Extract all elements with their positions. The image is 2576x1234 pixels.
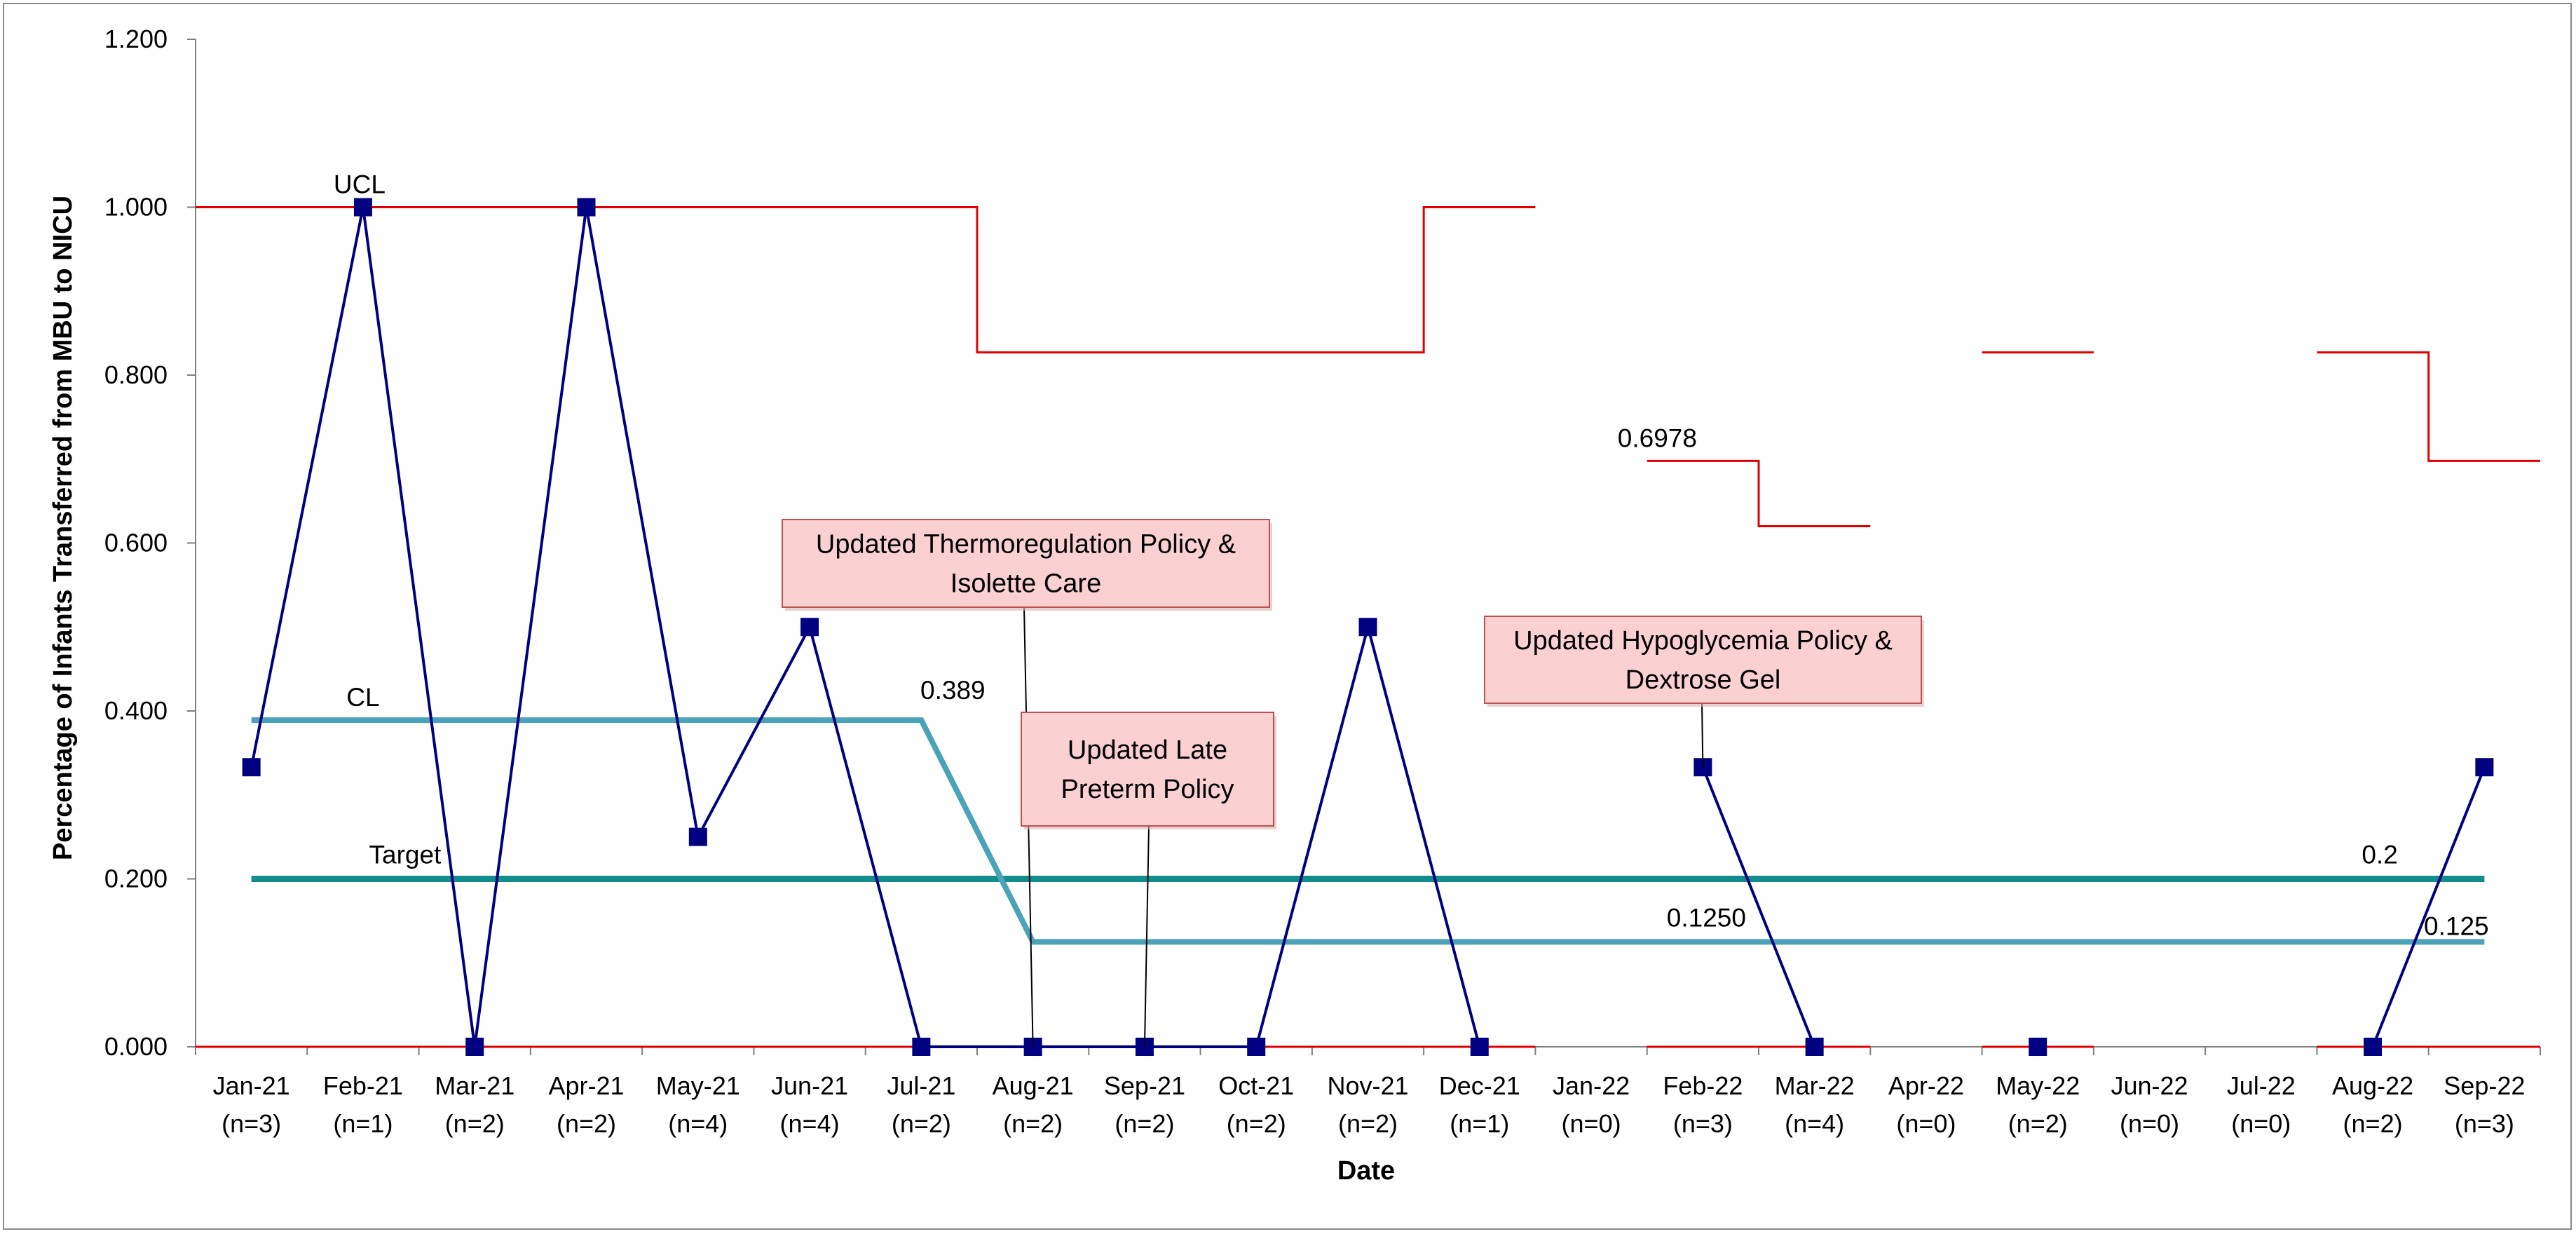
callout-leader-line xyxy=(1143,825,1150,1047)
data-point-marker xyxy=(577,198,596,217)
data-series-line xyxy=(250,207,2486,1048)
chart-annotation: UCL xyxy=(334,170,386,199)
x-tick-sample-size: (n=4) xyxy=(780,1109,840,1138)
data-point-marker xyxy=(1470,1038,1489,1056)
ucl-step-line xyxy=(2317,351,2540,462)
x-tick-label: Mar-22 xyxy=(1775,1071,1855,1100)
data-point-marker xyxy=(1358,618,1377,637)
x-tick-label: Sep-22 xyxy=(2444,1071,2525,1100)
x-tick-sample-size: (n=0) xyxy=(2231,1109,2291,1138)
x-tick-sample-size: (n=2) xyxy=(557,1109,616,1138)
x-tick-sample-size: (n=2) xyxy=(1227,1109,1286,1138)
x-tick-sample-size: (n=2) xyxy=(1003,1109,1063,1138)
x-tick-sample-size: (n=2) xyxy=(2008,1109,2068,1138)
x-tick-label: Jan-21 xyxy=(213,1071,290,1100)
x-tick-label: Feb-21 xyxy=(323,1071,403,1100)
x-tick-label: Jul-22 xyxy=(2227,1071,2296,1100)
x-tick-label: Apr-22 xyxy=(1888,1071,1964,1100)
data-point-marker xyxy=(912,1038,931,1056)
x-tick-sample-size: (n=0) xyxy=(1896,1109,1956,1138)
x-tick-label: May-22 xyxy=(1996,1071,2080,1100)
x-tick-label: May-21 xyxy=(656,1071,740,1100)
ucl-step-line xyxy=(196,206,1536,354)
x-tick-sample-size: (n=0) xyxy=(1562,1109,1621,1138)
chart-annotation: 0.125 xyxy=(2424,911,2489,940)
x-tick-sample-size: (n=2) xyxy=(445,1109,505,1138)
chart-annotation: 0.2 xyxy=(2362,841,2397,869)
x-tick-sample-size: (n=2) xyxy=(1338,1109,1398,1138)
callout-text-line: Updated Thermoregulation Policy & xyxy=(816,530,1236,560)
x-tick-label: Mar-21 xyxy=(435,1071,514,1100)
chart-annotation: 0.1250 xyxy=(1667,903,1746,932)
y-tick-label: 0.600 xyxy=(104,529,168,557)
data-point-marker xyxy=(465,1038,484,1056)
x-tick-label: Sep-21 xyxy=(1104,1071,1185,1100)
center-line xyxy=(251,717,2485,945)
chart-annotation: 0.6978 xyxy=(1618,423,1697,452)
data-point-marker xyxy=(2475,758,2494,777)
x-tick-label: Aug-22 xyxy=(2332,1071,2413,1100)
x-axis-title: Date xyxy=(1337,1156,1395,1186)
data-point-marker xyxy=(2029,1038,2047,1056)
data-point-marker xyxy=(2364,1038,2383,1056)
x-tick-label: Oct-21 xyxy=(1218,1071,1294,1100)
x-tick-label: Jun-22 xyxy=(2111,1071,2188,1100)
x-tick-sample-size: (n=0) xyxy=(2120,1109,2179,1138)
data-point-marker xyxy=(1247,1038,1266,1056)
callout-background xyxy=(782,519,1270,608)
x-tick-sample-size: (n=2) xyxy=(1115,1109,1174,1138)
data-point-marker xyxy=(800,618,819,637)
y-axis-title: Percentage of Infants Transferred from M… xyxy=(48,196,78,860)
y-tick-label: 0.000 xyxy=(104,1032,168,1061)
x-tick-sample-size: (n=3) xyxy=(1673,1109,1733,1138)
chart-annotation: CL xyxy=(346,683,379,712)
y-tick-label: 1.200 xyxy=(104,25,168,53)
callout-box: Updated Thermoregulation Policy & Isolett… xyxy=(782,519,1272,611)
x-tick-sample-size: (n=4) xyxy=(1785,1109,1844,1138)
callout-text-line: Updated Late xyxy=(1068,735,1227,765)
callout-background xyxy=(1484,616,1922,704)
x-tick-sample-size: (n=1) xyxy=(1450,1109,1509,1138)
annotations-layer: UCL CL Target 0.389 0.6978 0.1250 0.2 0.125 xyxy=(334,170,2489,941)
data-point-marker xyxy=(688,827,707,846)
callouts-layer: Updated Thermoregulation Policy & Isolett… xyxy=(782,519,1924,1047)
reference-lines-layer xyxy=(251,717,2485,945)
x-tick-label: Jul-21 xyxy=(887,1071,955,1100)
x-tick-label: Aug-21 xyxy=(993,1071,1074,1100)
x-tick-label: Dec-21 xyxy=(1439,1071,1520,1100)
x-tick-label: Jun-21 xyxy=(771,1071,848,1100)
data-point-marker xyxy=(242,758,261,777)
x-tick-sample-size: (n=2) xyxy=(2343,1109,2403,1138)
callout-text-line: Dextrose Gel xyxy=(1626,665,1781,695)
callout-text-line: Updated Hypoglycemia Policy & xyxy=(1513,626,1893,656)
data-point-marker xyxy=(353,198,372,217)
callout-text-line: Preterm Policy xyxy=(1061,775,1234,804)
data-point-marker xyxy=(1805,1038,1824,1056)
x-tick-sample-size: (n=1) xyxy=(333,1109,393,1138)
x-tick-label: Nov-21 xyxy=(1327,1071,1408,1100)
y-tick-label: 1.000 xyxy=(104,193,168,222)
callout-box: Updated Hypoglycemia Policy & Dextrose Ge… xyxy=(1484,616,1924,707)
x-tick-sample-size: (n=2) xyxy=(892,1109,951,1138)
x-tick-label: Apr-21 xyxy=(548,1071,624,1100)
chart-annotation: Target xyxy=(369,841,442,869)
y-tick-label: 0.800 xyxy=(104,360,168,389)
control-chart: Percentage of Infants Transferred from M… xyxy=(48,25,2541,1186)
y-tick-label: 0.200 xyxy=(104,865,168,893)
x-tick-sample-size: (n=4) xyxy=(668,1109,728,1138)
chart-frame: Percentage of Infants Transferred from M… xyxy=(3,3,2572,1230)
data-series-layer xyxy=(242,198,2494,1056)
chart-annotation: 0.389 xyxy=(920,676,986,705)
axes-layer: 0.000 0.200 0.400 0.600 0.800 1.000 1.200Jan-2… xyxy=(104,25,2541,1138)
x-tick-sample-size: (n=3) xyxy=(2455,1109,2514,1138)
x-tick-sample-size: (n=3) xyxy=(222,1109,281,1138)
ucl-step-line xyxy=(1647,459,1871,528)
y-tick-label: 0.400 xyxy=(104,696,168,725)
callout-background xyxy=(1021,712,1274,827)
callout-leader-line xyxy=(1701,703,1704,768)
callout-text-line: Isolette Care xyxy=(950,569,1101,599)
x-tick-label: Jan-22 xyxy=(1553,1071,1630,1100)
x-tick-label: Feb-22 xyxy=(1663,1071,1743,1100)
